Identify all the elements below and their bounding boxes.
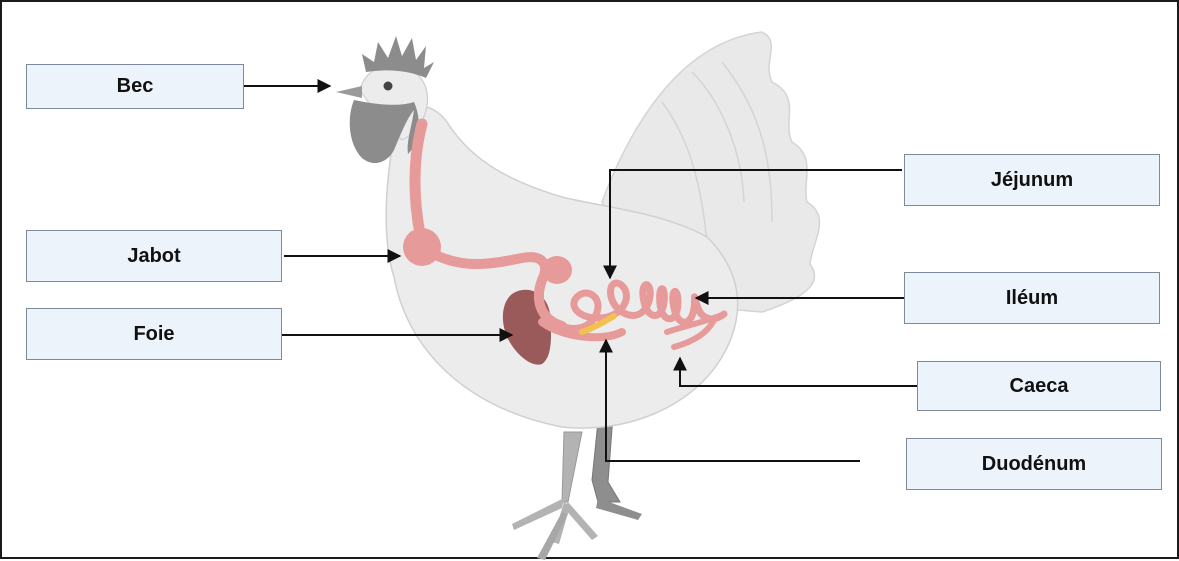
label-ileum: Iléum [904, 272, 1160, 324]
label-jabot: Jabot [26, 230, 282, 282]
chicken-eye [384, 82, 393, 91]
crop-organ [403, 228, 441, 266]
gizzard-organ [542, 256, 572, 284]
label-duodenum: Duodénum [906, 438, 1162, 490]
label-caeca: Caeca [917, 361, 1161, 411]
label-jejunum: Jéjunum [904, 154, 1160, 206]
label-foie: Foie [26, 308, 282, 360]
label-bec: Bec [26, 64, 244, 109]
chicken-beak [336, 86, 362, 98]
